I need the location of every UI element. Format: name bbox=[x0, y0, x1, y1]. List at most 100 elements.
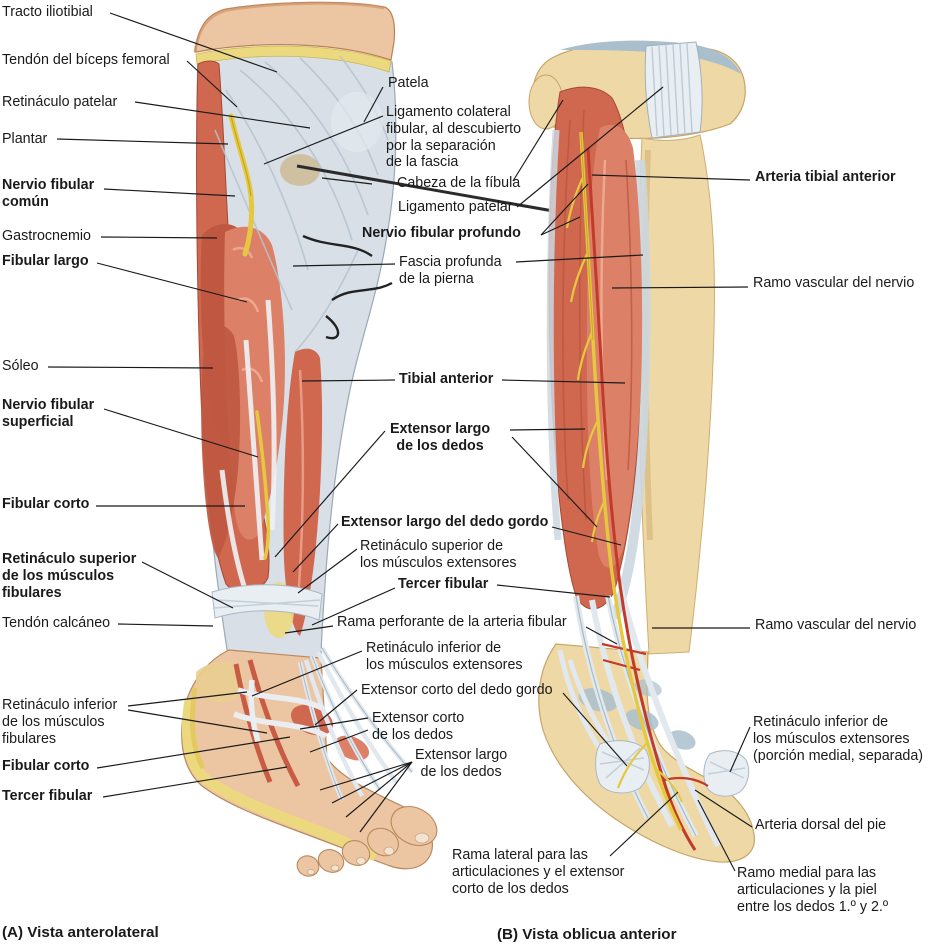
label-line: articulaciones y la piel bbox=[737, 881, 877, 898]
label-line: corto de los dedos bbox=[452, 880, 569, 897]
label-line: Cabeza de la fíbula bbox=[397, 175, 521, 191]
leader-tercer-fibular-centro bbox=[311, 587, 396, 626]
leader-extensor-corto-dedo-gordo-2 bbox=[562, 692, 628, 767]
illustration-detail bbox=[189, 687, 206, 770]
label-patela: Patela bbox=[388, 75, 429, 92]
label-line: fibulares bbox=[2, 730, 57, 747]
label-line: Tercer fibular bbox=[398, 576, 489, 592]
label-line: los músculos extensores bbox=[360, 554, 517, 571]
toenail bbox=[414, 832, 430, 844]
toes bbox=[296, 805, 438, 877]
fibula-head-shape bbox=[280, 154, 320, 186]
label-cabeza-fibula: Cabeza de la fíbula bbox=[397, 175, 520, 192]
cut-nerve-branches bbox=[302, 234, 393, 340]
label-fibular-corto-1: Fibular corto bbox=[2, 496, 89, 513]
superficial-fibular-nerve bbox=[255, 410, 271, 560]
label-ligamento-patelar: Ligamento patelar bbox=[398, 199, 512, 216]
leader-fascia-profunda bbox=[292, 263, 396, 267]
label-line: (porción medial, separada) bbox=[753, 747, 924, 764]
label-line: Extensor corto bbox=[372, 710, 465, 726]
label-line: Fibular corto bbox=[2, 496, 90, 512]
label-tendon-calcaneo: Tendón calcáneo bbox=[2, 615, 110, 632]
label-line: de los dedos bbox=[396, 437, 484, 454]
figure-b-illustration bbox=[528, 40, 755, 863]
leader-retinaculo-superior-fibulares bbox=[141, 561, 234, 609]
label-line: Fibular corto bbox=[2, 758, 90, 774]
label-soleo: Sóleo bbox=[2, 358, 39, 375]
label-tercer-fibular-centro: Tercer fibular bbox=[398, 576, 488, 593]
label-line: Rama perforante de la arteria fibular bbox=[337, 614, 567, 630]
heel-bone bbox=[196, 661, 243, 704]
leader-extensor-largo-dedos-2 bbox=[319, 761, 413, 791]
leader-tibial-anterior bbox=[301, 379, 396, 382]
label-gastrocnemio: Gastrocnemio bbox=[2, 228, 91, 245]
label-plantar: Plantar bbox=[2, 131, 47, 148]
leader-retinaculo-inferior-fibulares bbox=[127, 691, 248, 707]
leader-soleo bbox=[47, 366, 214, 369]
leader-ligamento-colateral bbox=[263, 115, 384, 165]
leader-extensor-corto-dedo-gordo bbox=[314, 689, 358, 726]
label-arteria-tibial-anterior: Arteria tibial anterior bbox=[755, 169, 896, 186]
label-line: Rama lateral para las bbox=[452, 847, 588, 863]
illustration-detail bbox=[232, 246, 264, 383]
label-extensor-corto-dedo-gordo: Extensor corto del dedo gordo bbox=[361, 682, 553, 699]
label-line: Retináculo superior de bbox=[360, 538, 504, 554]
label-rama-perforante: Rama perforante de la arteria fibular bbox=[337, 614, 567, 631]
leader-retinaculo-superior-extensores bbox=[297, 548, 358, 594]
leader-nervio-fibular-profundo-2 bbox=[540, 216, 581, 236]
leader-retinaculo-patelar bbox=[134, 101, 311, 129]
label-line: superficial bbox=[2, 413, 74, 430]
illustration-detail bbox=[230, 115, 252, 197]
label-line: Nervio fibular profundo bbox=[362, 225, 521, 241]
label-line: Tercer fibular bbox=[2, 788, 93, 804]
label-line: Retináculo superior bbox=[2, 551, 137, 567]
leader-gastrocnemio bbox=[100, 236, 218, 239]
label-tracto-iliotibial: Tracto iliotibial bbox=[2, 4, 93, 21]
label-line: Fascia profunda bbox=[399, 254, 502, 270]
toenail bbox=[356, 857, 366, 865]
iliotibial-band-edge bbox=[195, 45, 392, 73]
label-line: Extensor largo bbox=[415, 747, 508, 763]
leader-extensor-largo-dedos-2-3 bbox=[345, 761, 413, 818]
illustration-detail bbox=[296, 369, 305, 601]
leader-tendon-calcaneo bbox=[117, 623, 214, 627]
leader-rama-lateral bbox=[609, 791, 679, 857]
leader-rama-perforante-2 bbox=[585, 626, 618, 645]
label-line: fibulares bbox=[2, 584, 62, 601]
leader-extensor-corto-dedos bbox=[299, 717, 369, 730]
leader-nervio-fibular-superficial bbox=[103, 408, 259, 458]
label-line: Arteria dorsal del pie bbox=[755, 817, 887, 833]
label-fibular-largo: Fibular largo bbox=[2, 253, 89, 270]
leader-cabeza-fibula-2 bbox=[512, 99, 564, 182]
label-line: Fibular largo bbox=[2, 253, 89, 269]
label-line: Extensor largo del dedo gordo bbox=[341, 514, 549, 530]
leader-extensor-largo-dedos-2-4 bbox=[359, 761, 413, 833]
leader-fascia-profunda-2 bbox=[515, 254, 644, 263]
illustration-detail bbox=[703, 750, 750, 797]
leader-rama-perforante bbox=[284, 625, 334, 634]
label-tendon-biceps-femoral: Tendón del bíceps femoral bbox=[2, 52, 170, 69]
leader-nervio-fibular-profundo bbox=[540, 183, 589, 236]
illustration-detail bbox=[580, 131, 594, 341]
label-line: de los dedos bbox=[420, 763, 502, 780]
label-line: los músculos extensores bbox=[366, 656, 523, 673]
label-line: de los músculos bbox=[2, 713, 105, 730]
label-ramo-vascular-nervio-1: Ramo vascular del nervio bbox=[753, 275, 914, 292]
label-line: Gastrocnemio bbox=[2, 228, 91, 244]
label-line: Arteria tibial anterior bbox=[755, 169, 896, 185]
label-line: Sóleo bbox=[2, 358, 39, 374]
label-line: de la fascia bbox=[386, 154, 459, 171]
label-line: entre los dedos 1.º y 2.º bbox=[737, 898, 889, 915]
